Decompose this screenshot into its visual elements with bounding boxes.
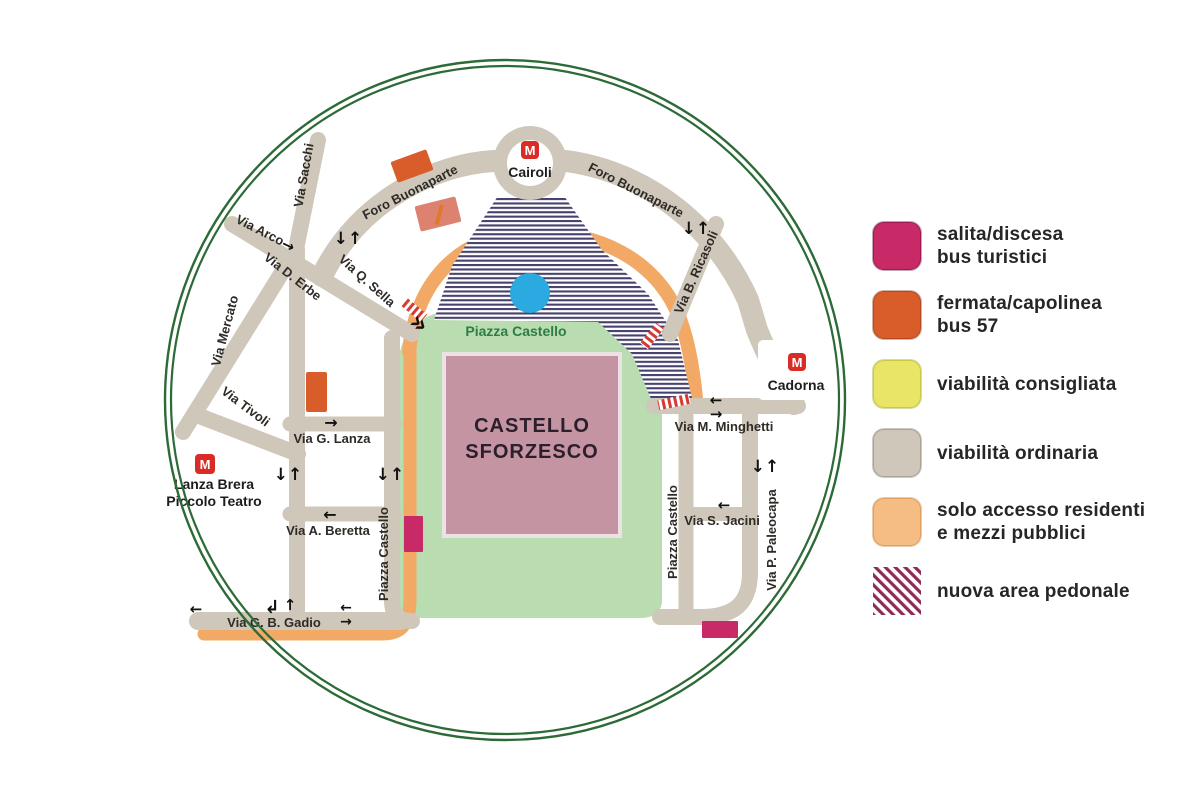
street-piazza-castello-west: [384, 330, 420, 629]
legend-label-line: e mezzi pubblici: [937, 523, 1086, 544]
metro-m-cairoli: M: [525, 143, 536, 158]
legend-label-line: viabilità consigliata: [937, 373, 1117, 395]
legend-item-bus-57: fermata/capolinea bus 57: [871, 289, 1181, 341]
ztl-ring: [163, 58, 847, 742]
street-via-p-paleocapa: [652, 398, 758, 625]
street-via-tivoli: [186, 406, 306, 462]
legend: salita/discesa bus turistici fermata/cap…: [871, 220, 1181, 634]
metro-m-cadorna: M: [792, 355, 803, 370]
legend-label-solo-accesso-residenti: solo accesso residenti e mezzi pubblici: [937, 499, 1145, 545]
station-cairoli-label: Cairoli: [508, 164, 552, 180]
station-cadorna-label: Cadorna: [768, 377, 825, 393]
residents-band-north-arc: [402, 225, 703, 405]
label-via-b-ricasoli: Via B. Ricasoli: [671, 228, 721, 316]
street-via-sacchi: [287, 132, 326, 262]
barrier-minghetti: [657, 393, 691, 411]
legend-label-line: bus turistici: [937, 247, 1048, 268]
label-via-a-beretta: Via A. Beretta: [286, 523, 371, 538]
legend-label-bus-turistici: salita/discesa bus turistici: [937, 223, 1063, 269]
barrier-west: [400, 297, 428, 323]
legend-label-line: nuova area pedonale: [937, 580, 1130, 602]
label-foro-buonaparte-right: Foro Buonaparte: [586, 160, 686, 221]
legend-label-line: solo accesso residenti: [937, 500, 1146, 521]
bus57-stop-via-lanza: [306, 372, 327, 412]
barrier-north-east: [640, 322, 664, 350]
castle-footprint: [442, 352, 622, 538]
swatch-nuova-area-pedonale: [873, 567, 921, 615]
metro-logo-lanza: M: [195, 454, 215, 474]
swatch-bus-turistici: [872, 221, 922, 271]
arrow-via-a-beretta: ←: [323, 505, 336, 524]
arrow-gadio-east-right: →: [340, 614, 352, 630]
fountain: [510, 273, 550, 313]
arrow-paleocapa-two-way: ↓↑: [751, 457, 780, 477]
arrow-minghetti-left: ←: [710, 391, 723, 409]
street-foro-buonaparte-left: [311, 150, 505, 287]
label-piazza-castello-east: Piazza Castello: [665, 485, 680, 579]
street-via-arco-q-sella: [224, 216, 420, 342]
label-via-s-jacini: Via S. Jacini: [684, 513, 760, 528]
tourist-bus-stop-south: [702, 621, 738, 638]
swatch-solo-accesso-residenti: [872, 497, 922, 547]
arrow-via-s-jacini: ←: [718, 496, 731, 514]
legend-label-line: fermata/capolinea: [937, 293, 1102, 314]
legend-item-viabilita-consigliata: viabilità consigliata: [871, 358, 1181, 410]
arrow-left-street-two-way: ↓↑: [274, 465, 303, 485]
arrow-gadio-east-left: ←: [340, 600, 352, 616]
label-piazza-castello-park: Piazza Castello: [465, 323, 566, 339]
bus-stop-markers: [306, 149, 738, 638]
legend-label-bus-57: fermata/capolinea bus 57: [937, 292, 1102, 338]
cairoli-roundabout-center: [507, 140, 553, 186]
arrow-gadio-west: ←: [190, 600, 203, 618]
label-via-m-minghetti: Via M. Minghetti: [675, 419, 774, 434]
label-castello-line2: SFORZESCO: [465, 441, 598, 463]
pedestrian-barriers: [400, 297, 691, 411]
legend-label-nuova-area-pedonale: nuova area pedonale: [937, 580, 1130, 603]
pedestrian-area-hatch: [434, 196, 692, 406]
bus57-stop-north-west: [390, 149, 434, 183]
swatch-bus-57: [872, 290, 922, 340]
legend-item-bus-turistici: salita/discesa bus turistici: [871, 220, 1181, 272]
street-via-mercato: [175, 258, 294, 440]
ztl-ring-inner: [169, 64, 841, 736]
arrow-foro-right-two-way: ↓↑: [682, 219, 711, 239]
arrow-via-g-lanza: →: [324, 413, 337, 432]
metro-m-lanza: M: [200, 457, 211, 472]
legend-label-viabilita-consigliata: viabilità consigliata: [937, 373, 1116, 396]
metro-logo-cadorna: M: [788, 353, 806, 371]
castello-sforzesco-map: M M M Cairoli Cadorna Lanza Brera Piccol…: [163, 58, 847, 742]
swatch-viabilita-consigliata: [872, 359, 922, 409]
label-castello-line1: CASTELLO: [474, 415, 590, 437]
bus-stop-salmon-mark: [434, 204, 444, 226]
arrow-gadio-turn: ↲: [264, 597, 279, 618]
legend-item-nuova-area-pedonale: nuova area pedonale: [871, 565, 1181, 617]
label-via-g-lanza: Via G. Lanza: [293, 431, 371, 446]
arrow-pc-west-two-way: ↓↑: [376, 465, 405, 485]
station-lanza-label-line2: Piccolo Teatro: [166, 493, 261, 509]
legend-item-viabilita-ordinaria: viabilità ordinaria: [871, 427, 1181, 479]
legend-item-solo-accesso-residenti: solo accesso residenti e mezzi pubblici: [871, 496, 1181, 548]
arrow-foro-left-two-way: ↓↑: [334, 229, 363, 249]
ztl-ring-outer: [163, 58, 847, 742]
swatch-viabilita-ordinaria: [872, 428, 922, 478]
legend-label-line: bus 57: [937, 316, 999, 337]
street-via-b-ricasoli: [662, 216, 724, 342]
legend-label-line: viabilità ordinaria: [937, 442, 1099, 464]
streets-ordinary: [175, 132, 806, 630]
arrow-minghetti-right: →: [710, 405, 723, 423]
label-via-p-paleocapa: Via P. Paleocapa: [764, 489, 779, 591]
tourist-bus-stop-west: [404, 516, 423, 552]
legend-label-viabilita-ordinaria: viabilità ordinaria: [937, 442, 1098, 465]
metro-logo-cairoli: M: [521, 141, 539, 159]
legend-label-line: salita/discesa: [937, 224, 1064, 245]
label-piazza-castello-west: Piazza Castello: [376, 507, 391, 601]
station-lanza-label-line1: Lanza Brera: [174, 476, 254, 492]
arrow-gadio-up: ↑: [284, 596, 297, 614]
